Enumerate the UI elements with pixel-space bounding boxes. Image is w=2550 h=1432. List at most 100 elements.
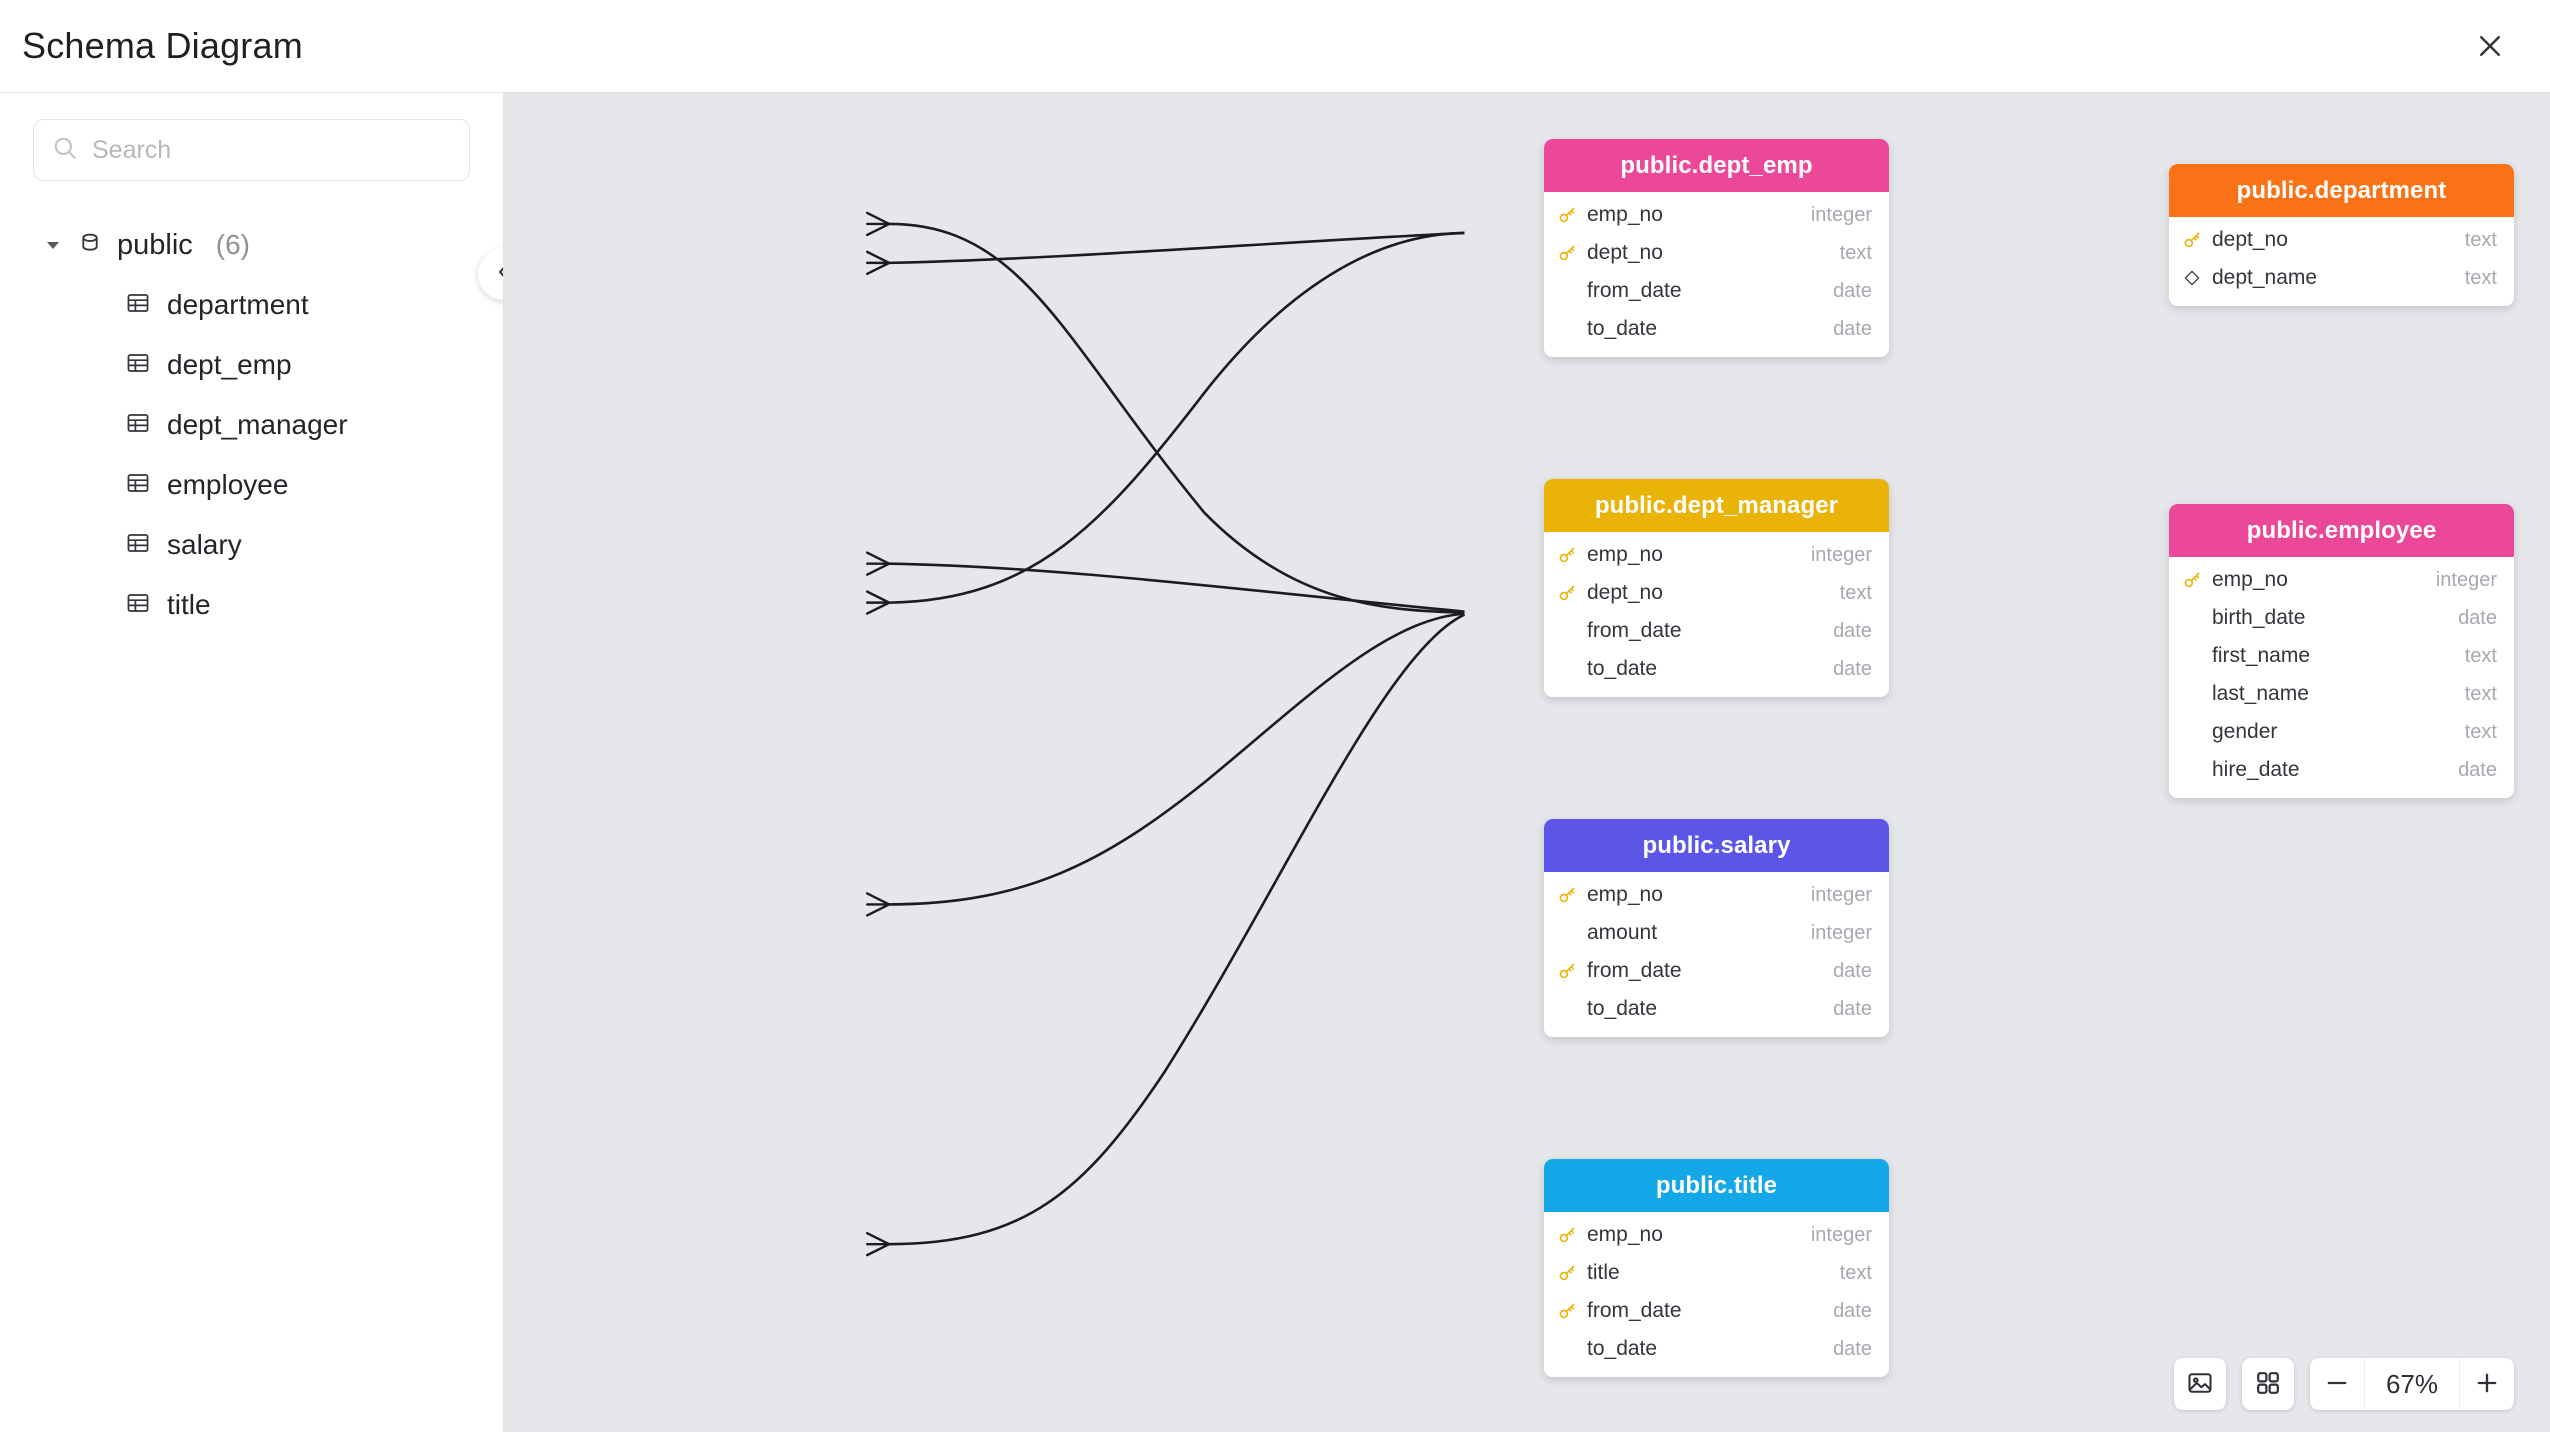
sidebar-item-dept_manager[interactable]: dept_manager [0,395,503,455]
column-name: last_name [2212,682,2309,705]
column-icon-placeholder [1556,318,1578,340]
schema-tree: public (6) department dept_emp dept_mana… [0,215,503,635]
table-node-title: public.dept_emp [1544,139,1889,192]
tree-node-schema-public[interactable]: public (6) [0,215,503,275]
caret-down-icon[interactable] [43,235,63,255]
column-icon-placeholder [2181,759,2203,781]
column-name: to_date [1587,317,1658,340]
column-type: text [2464,266,2497,289]
table-icon [125,290,151,321]
dialog-body: public (6) department dept_emp dept_mana… [0,92,2550,1432]
column-name: dept_name [2212,266,2318,289]
search-icon [52,135,78,166]
table-icon [125,470,151,501]
column-name: emp_no [1587,883,1663,906]
zoom-out-button[interactable] [2310,1358,2364,1410]
column-row[interactable]: to_date date [1544,310,1889,348]
column-name: first_name [2212,644,2311,667]
column-name: from_date [1587,959,1682,982]
layout-grid-button[interactable] [2242,1358,2294,1410]
primary-key-icon [1556,1262,1578,1284]
column-name: dept_no [1587,581,1663,604]
column-icon-placeholder [1556,280,1578,302]
canvas-toolbar: 67% [2174,1358,2514,1410]
dialog-header: Schema Diagram [0,0,2550,92]
minus-icon [2323,1369,2351,1400]
grid-icon [2254,1369,2282,1400]
zoom-in-button[interactable] [2460,1358,2514,1410]
column-name: emp_no [2212,568,2288,591]
column-name: hire_date [2212,758,2300,781]
column-name: dept_no [1587,241,1663,264]
table-node-title: public.dept_manager [1544,479,1889,532]
sidebar-item-department[interactable]: department [0,275,503,335]
column-type: date [1833,279,1872,302]
search-box[interactable] [33,119,470,181]
column-name: to_date [1587,1337,1658,1360]
plus-icon [2473,1369,2501,1400]
close-button[interactable] [2464,20,2516,72]
column-name: emp_no [1587,543,1663,566]
column-name: to_date [1587,657,1658,680]
column-type: date [1833,1299,1872,1322]
sidebar-item-employee[interactable]: employee [0,455,503,515]
sidebar-item-label: title [167,589,211,620]
image-icon [2186,1369,2214,1400]
edge-dept_emp-department [889,231,1465,265]
primary-key-icon [1556,204,1578,226]
column-icon-placeholder [2181,721,2203,743]
sidebar-item-label: salary [167,529,242,560]
column-type: text [2464,720,2497,743]
primary-key-icon [1556,544,1578,566]
column-type: date [1833,317,1872,340]
tree-label-schema: public [117,228,193,261]
primary-key-icon [1556,1224,1578,1246]
export-image-button[interactable] [2174,1358,2226,1410]
search-input[interactable] [92,135,451,165]
tree-table-list: department dept_emp dept_manager employe… [0,275,503,635]
sidebar-item-title[interactable]: title [0,575,503,635]
table-icon [125,410,151,441]
column-type: date [2458,606,2497,629]
column-type: text [1839,241,1872,264]
primary-key-icon [1556,960,1578,982]
sidebar-item-dept_emp[interactable]: dept_emp [0,335,503,395]
primary-key-icon [1556,884,1578,906]
column-row[interactable]: dept_no text [1544,234,1889,272]
crowfoot-markers [865,211,891,1257]
close-icon [2475,31,2505,61]
zoom-level-display[interactable]: 67% [2364,1358,2460,1410]
sidebar-item-salary[interactable]: salary [0,515,503,575]
column-row[interactable]: dept_name text [2169,259,2514,297]
